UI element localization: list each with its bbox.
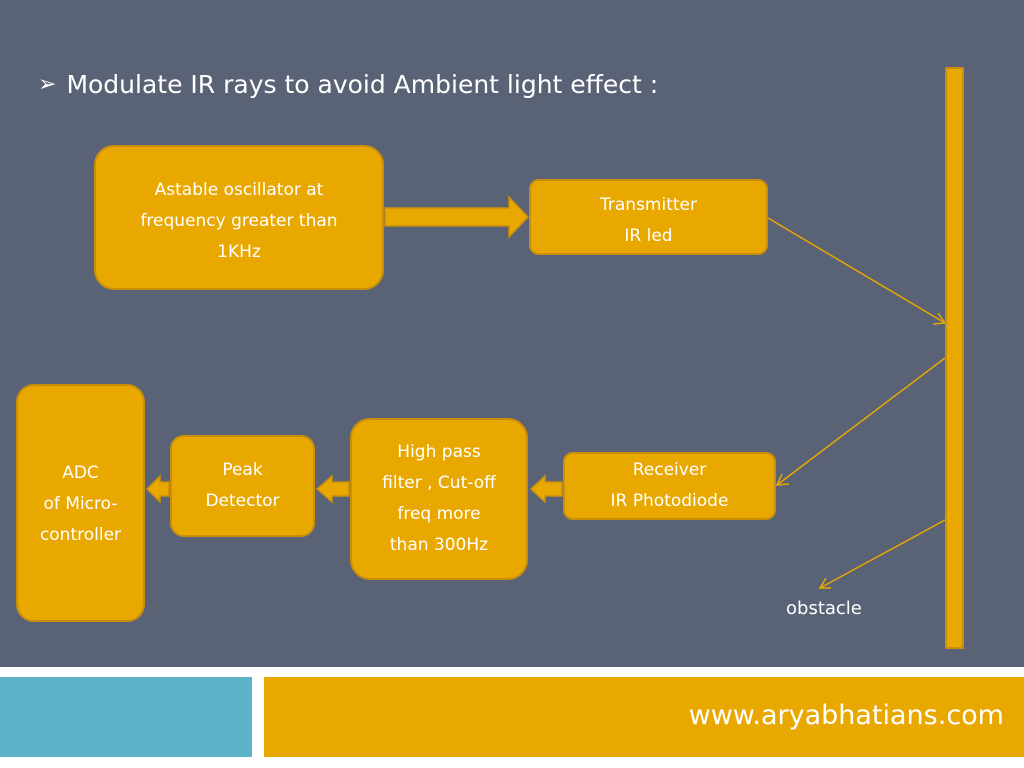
- footer-accent-right: [264, 677, 1024, 757]
- block-line: ADC: [62, 463, 99, 483]
- block-line: controller: [39, 525, 122, 545]
- obstacle-label: obstacle: [786, 598, 862, 619]
- block-line: Astable oscillator at: [154, 180, 324, 200]
- block-line: frequency greater than: [140, 211, 338, 231]
- block-line: than 300Hz: [389, 535, 489, 555]
- block-line: Transmitter: [600, 195, 697, 215]
- transmitter-block: Transmitter IR led: [529, 179, 768, 255]
- high-pass-filter-block: High pass filter , Cut-off freq more tha…: [350, 418, 528, 580]
- arrow-bullet-icon: ➢: [38, 72, 57, 97]
- astable-oscillator-block: Astable oscillator at frequency greater …: [94, 145, 384, 290]
- footer-divider: [0, 667, 1024, 677]
- slide-heading: ➢ Modulate IR rays to avoid Ambient ligh…: [38, 70, 658, 99]
- block-line: 1KHz: [217, 242, 261, 262]
- block-line: Peak: [222, 460, 263, 480]
- block-line: freq more: [397, 504, 481, 524]
- receiver-block: Receiver IR Photodiode: [563, 452, 776, 520]
- block-line: High pass: [397, 442, 481, 462]
- peak-detector-block: Peak Detector: [170, 435, 315, 537]
- block-line: filter , Cut-off: [382, 473, 496, 493]
- heading-text: Modulate IR rays to avoid Ambient light …: [66, 70, 659, 99]
- footer-website-link[interactable]: www.aryabhatians.com: [688, 700, 1004, 731]
- block-line: IR Photodiode: [610, 491, 729, 511]
- block-line: IR led: [624, 226, 673, 246]
- adc-block: ADC of Micro- controller: [16, 384, 145, 622]
- footer-bottom-strip: [0, 757, 1024, 768]
- block-line: Receiver: [632, 460, 707, 480]
- footer-gap: [252, 677, 264, 768]
- block-line: Detector: [205, 491, 280, 511]
- footer-accent-left: [0, 677, 252, 757]
- obstacle-bar: [945, 67, 964, 649]
- block-line: of Micro-: [43, 494, 118, 514]
